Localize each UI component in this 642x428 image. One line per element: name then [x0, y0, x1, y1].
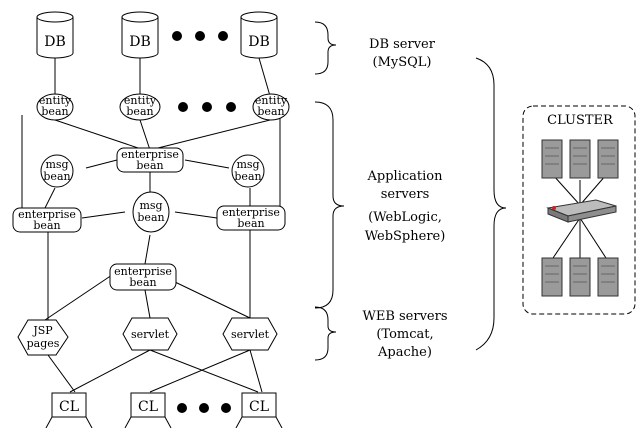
db-label: DB — [248, 34, 270, 50]
enterprise-bean-label: enterprise — [18, 208, 76, 221]
db-label: DB — [44, 34, 66, 50]
enterprise-bean-label: bean — [33, 219, 60, 232]
client-laptop: CL — [124, 392, 172, 428]
jsp-pages-node: JSP pages — [17, 319, 69, 356]
msg-bean-node: msg bean — [132, 191, 170, 233]
db-tier-label: DB server (MySQL) — [369, 37, 436, 70]
server-icon — [597, 139, 619, 179]
connections — [21, 57, 281, 393]
web-node-label: servlet — [231, 328, 270, 341]
switch-icon — [546, 199, 617, 223]
msg-bean-node: msg bean — [231, 154, 265, 188]
entity-bean-label: bean — [257, 105, 284, 118]
svg-text:Application: Application — [367, 169, 444, 184]
db-node: DB — [121, 11, 159, 59]
web-node-label: pages — [27, 337, 60, 350]
ellipsis-dots — [172, 31, 228, 41]
entity-bean-label: bean — [41, 105, 68, 118]
server-icon — [541, 139, 563, 179]
app-tier-label: Application servers (WebLogic, WebSphere… — [365, 169, 446, 244]
msg-bean-label: msg — [236, 158, 259, 171]
entity-bean-label: entity — [39, 94, 72, 107]
svg-text:WEB servers: WEB servers — [362, 309, 447, 324]
db-label: DB — [129, 34, 151, 50]
svg-text:(MySQL): (MySQL) — [373, 55, 432, 70]
svg-text:Apache): Apache) — [377, 345, 432, 360]
cluster-box: CLUSTER — [522, 105, 636, 315]
enterprise-bean-node: enterprise bean — [216, 205, 286, 231]
svg-text:(Tomcat,: (Tomcat, — [376, 327, 433, 342]
enterprise-bean-label: enterprise — [121, 148, 179, 161]
entity-bean-label: bean — [126, 105, 153, 118]
client-label: CL — [138, 399, 158, 415]
enterprise-bean-label: enterprise — [222, 206, 280, 219]
msg-bean-label: msg — [45, 158, 68, 171]
server-icon — [569, 139, 591, 179]
msg-bean-label: bean — [234, 170, 261, 183]
entity-bean-label: entity — [124, 94, 157, 107]
enterprise-bean-label: enterprise — [114, 265, 172, 278]
client-label: CL — [59, 399, 79, 415]
svg-text:WebSphere): WebSphere) — [365, 229, 446, 244]
msg-bean-node: msg bean — [40, 154, 74, 188]
server-icon — [541, 257, 563, 297]
client-laptop: CL — [45, 392, 93, 428]
svg-text:(WebLogic,: (WebLogic, — [368, 210, 442, 225]
entity-bean-node: entity bean — [119, 93, 161, 121]
web-tier-label: WEB servers (Tomcat, Apache) — [362, 309, 447, 360]
db-node: DB — [240, 11, 278, 59]
ellipsis-dots — [178, 102, 236, 112]
enterprise-bean-node: enterprise bean — [12, 207, 82, 233]
entity-bean-node: entity bean — [36, 93, 74, 121]
enterprise-bean-label: bean — [136, 159, 163, 172]
web-node-label: servlet — [131, 328, 170, 341]
enterprise-bean-node: enterprise bean — [116, 147, 184, 173]
web-node-label: JSP — [32, 324, 53, 337]
svg-text:servers: servers — [381, 187, 430, 202]
ellipsis-dots — [177, 403, 231, 413]
msg-bean-label: bean — [43, 170, 70, 183]
svg-text:DB server: DB server — [369, 37, 436, 52]
client-label: CL — [249, 399, 269, 415]
entity-bean-node: entity bean — [252, 93, 290, 121]
db-node: DB — [36, 11, 74, 59]
msg-bean-label: msg — [139, 199, 162, 212]
servlet-node: servlet — [122, 317, 178, 351]
entity-bean-label: entity — [255, 94, 288, 107]
msg-bean-label: bean — [137, 211, 164, 224]
client-laptop: CL — [235, 392, 283, 428]
enterprise-bean-label: bean — [129, 276, 156, 289]
tier-braces — [314, 21, 507, 361]
enterprise-bean-node: enterprise bean — [109, 263, 177, 291]
server-icon — [597, 257, 619, 297]
server-icon — [569, 257, 591, 297]
enterprise-bean-label: bean — [237, 217, 264, 230]
servlet-node: servlet — [222, 317, 278, 351]
cluster-title: CLUSTER — [547, 113, 614, 128]
